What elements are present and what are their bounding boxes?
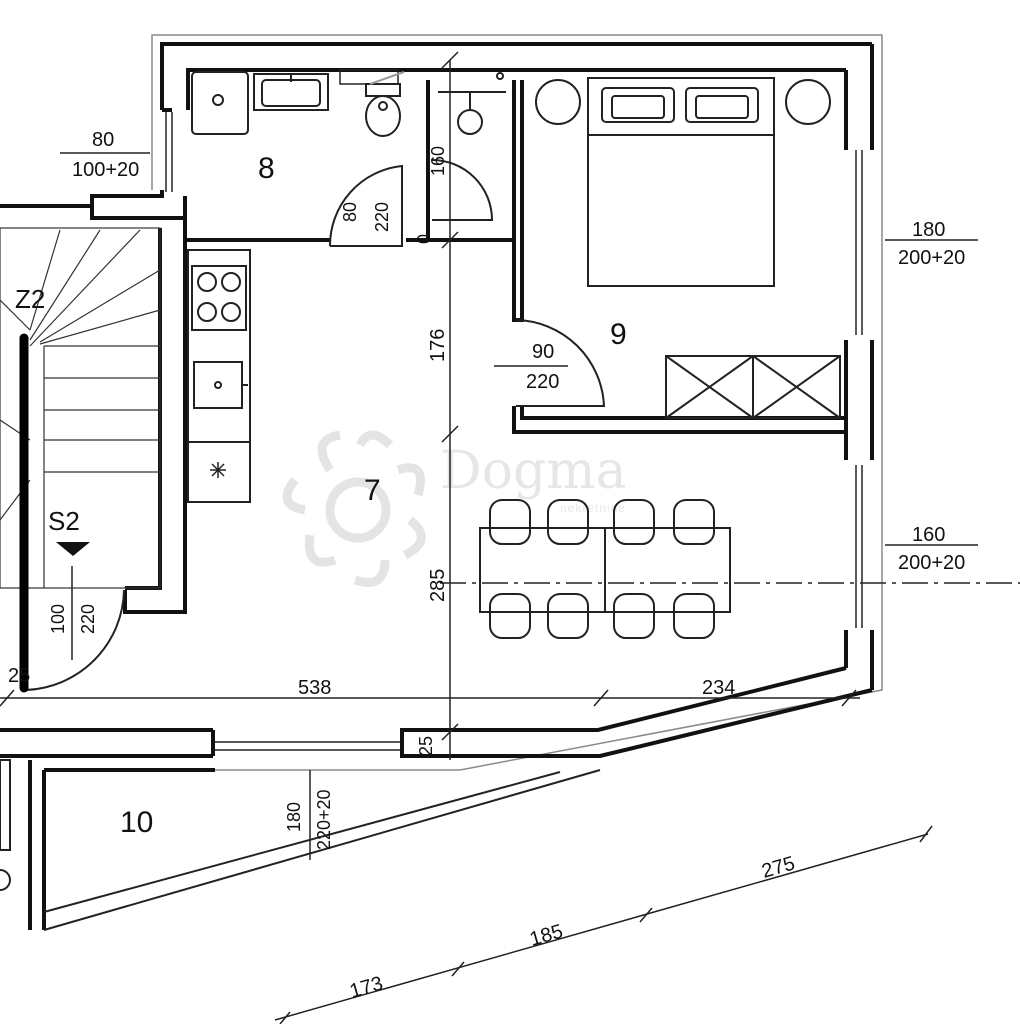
- chair-icon: [489, 499, 531, 545]
- chair-icon: [673, 499, 715, 545]
- window-height-label: 200+20: [898, 247, 965, 269]
- chair-icon: [613, 499, 655, 545]
- dimension-label: 275: [759, 852, 797, 882]
- room-number-7: 7: [364, 474, 381, 507]
- door-width-label: 160: [428, 146, 448, 176]
- chair-icon: [489, 593, 531, 639]
- shower-icon: [438, 72, 506, 135]
- dimension-label: 185: [527, 920, 565, 950]
- window-width-label: 160: [912, 524, 945, 546]
- kitchen-counter: [187, 249, 251, 503]
- window-width-label: 180: [284, 802, 304, 832]
- kitchen-sink-icon: [193, 361, 248, 409]
- door-height-label: 220: [526, 371, 559, 393]
- dimension-label: 25: [416, 736, 436, 756]
- bedroom-furniture: [535, 77, 841, 419]
- watermark-subtext: nekretnine: [560, 501, 626, 515]
- shower-door-swing: [431, 159, 494, 221]
- door-height-label: 220: [78, 604, 98, 634]
- windows-lines: [165, 69, 863, 751]
- bed-icon: [587, 77, 775, 287]
- door-height-label: 0: [414, 234, 434, 244]
- chair-icon: [547, 499, 589, 545]
- dimension-label: 25: [8, 665, 30, 687]
- wardrobe-icon: [665, 355, 841, 419]
- fridge-icon: [210, 462, 226, 478]
- window-height-label: 220+20: [314, 789, 334, 850]
- dimension-label: 538: [298, 677, 331, 699]
- washing-machine-icon: [191, 71, 249, 135]
- watermark: Dogma nekretnine: [282, 430, 627, 587]
- nightstand-lamp-icon: [785, 79, 831, 125]
- staircase: [0, 227, 161, 589]
- dimension-lines: [0, 51, 978, 1024]
- chair-icon: [673, 593, 715, 639]
- room-number-9: 9: [610, 318, 627, 351]
- bathroom-fixtures: [191, 71, 506, 137]
- entry-door-swing: [25, 588, 125, 691]
- nightstand-lamp-icon: [535, 79, 581, 125]
- window-height-label: 100+20: [72, 159, 139, 181]
- stair-direction-arrow-icon: [56, 542, 90, 556]
- door-width-label: 80: [340, 202, 360, 222]
- door-width-label: 100: [48, 604, 68, 634]
- dining-table-icon: [479, 499, 731, 639]
- door-height-label: 220: [372, 202, 392, 232]
- stair-label-z2: Z2: [15, 284, 45, 314]
- window-height-label: 200+20: [898, 552, 965, 574]
- window-width-label: 80: [92, 129, 114, 151]
- dimension-label: 176: [427, 329, 449, 362]
- dimension-label: 285: [427, 569, 449, 602]
- chair-icon: [547, 593, 589, 639]
- watermark-logo-icon: [282, 430, 426, 587]
- dimension-label: 173: [347, 972, 385, 1002]
- bathroom-door-swing: [328, 164, 403, 247]
- toilet-icon: [365, 83, 401, 137]
- room-number-8: 8: [258, 152, 275, 185]
- chair-icon: [613, 593, 655, 639]
- bedroom-door-swing: [515, 319, 606, 407]
- cooktop-icon: [191, 265, 247, 331]
- window-width-label: 180: [912, 219, 945, 241]
- door-width-label: 90: [532, 341, 554, 363]
- room-10-outline: [0, 759, 601, 931]
- outer-outline: [151, 34, 883, 771]
- room-number-10: 10: [120, 806, 153, 839]
- watermark-text: Dogma: [440, 441, 627, 501]
- stair-label-s2: S2: [48, 506, 80, 536]
- dimension-label: 234: [702, 677, 735, 699]
